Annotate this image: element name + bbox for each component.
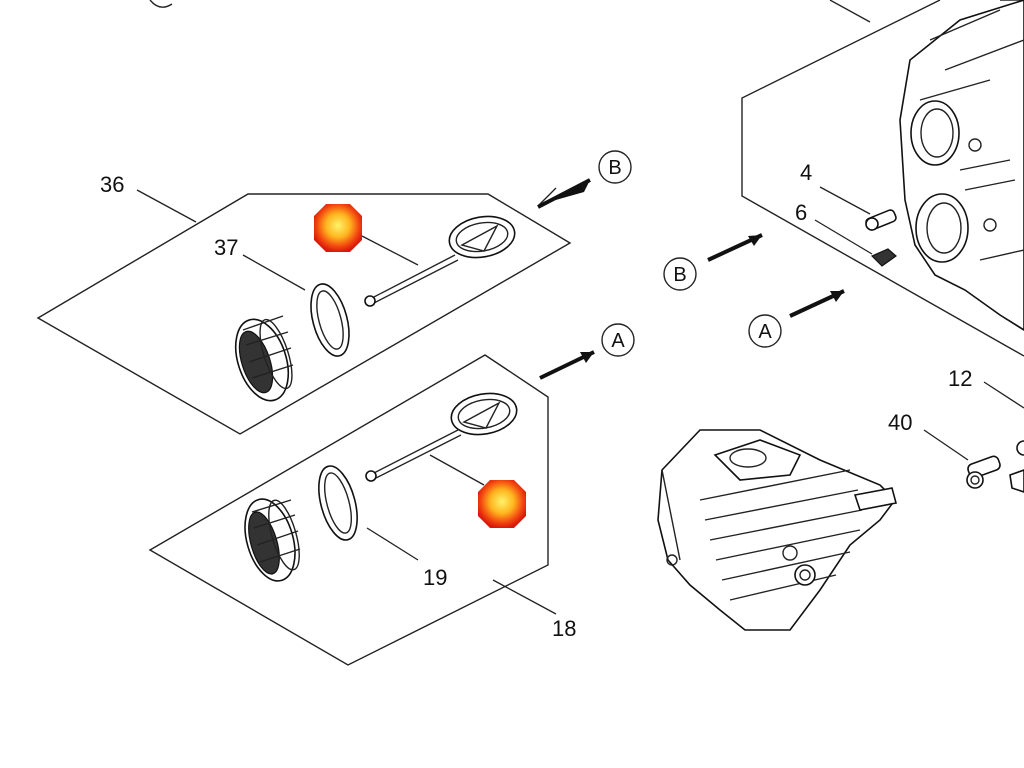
ref-arrow-b-top — [537, 178, 591, 209]
oil-cap-upper — [234, 315, 294, 402]
callout-37: 37 — [214, 235, 238, 260]
filter-lower — [365, 392, 518, 482]
callout-12: 12 — [948, 366, 972, 391]
highlight-marker-lower[interactable] — [478, 480, 526, 528]
ref-letter-b-top: B — [608, 157, 621, 179]
ref-circle-b-top: B — [598, 150, 632, 184]
screw-40 — [923, 429, 1001, 489]
screw-12 — [983, 381, 1024, 493]
screw-6 — [814, 219, 897, 267]
leader-19 — [366, 527, 419, 561]
leader-18 — [492, 579, 557, 615]
ref-circle-a-top: A — [601, 323, 635, 357]
screw-4 — [819, 186, 897, 231]
cylinder-part — [657, 429, 897, 631]
crankcase-leader — [829, 0, 871, 23]
kit-18-group — [148, 354, 549, 666]
leader-36 — [136, 189, 197, 223]
kit-18-boundary — [148, 354, 549, 666]
leader-37 — [242, 254, 306, 291]
ref-circle-b-mid: B — [663, 257, 697, 291]
partial-part-outline — [149, 0, 173, 8]
leader-marker-lower — [429, 454, 485, 486]
oring-37 — [310, 283, 350, 357]
crankcase-boundary — [741, 0, 1024, 357]
ref-circle-a-mid: A — [748, 314, 782, 348]
kit-36-group — [36, 193, 572, 435]
leader-marker-upper — [361, 235, 419, 266]
ref-arrow-a-top — [539, 350, 595, 380]
ref-letter-a-mid: A — [758, 321, 772, 343]
ref-arrow-b-mid — [707, 233, 763, 262]
ref-letter-b-mid: B — [673, 264, 686, 286]
ref-arrow-a-mid — [789, 289, 845, 318]
highlight-marker-upper[interactable] — [314, 204, 362, 252]
callout-19: 19 — [423, 565, 447, 590]
callout-4: 4 — [800, 160, 812, 185]
callout-40: 40 — [888, 410, 912, 435]
kit-36-boundary — [36, 193, 572, 435]
callout-36: 36 — [100, 172, 124, 197]
callout-18: 18 — [552, 616, 576, 641]
ref-letter-a-top: A — [611, 330, 625, 352]
callout-6: 6 — [795, 200, 807, 225]
crankcase-part — [899, 0, 1024, 331]
oil-cap-lower — [244, 498, 301, 582]
oring-19 — [318, 465, 358, 541]
filter-upper — [364, 215, 516, 307]
